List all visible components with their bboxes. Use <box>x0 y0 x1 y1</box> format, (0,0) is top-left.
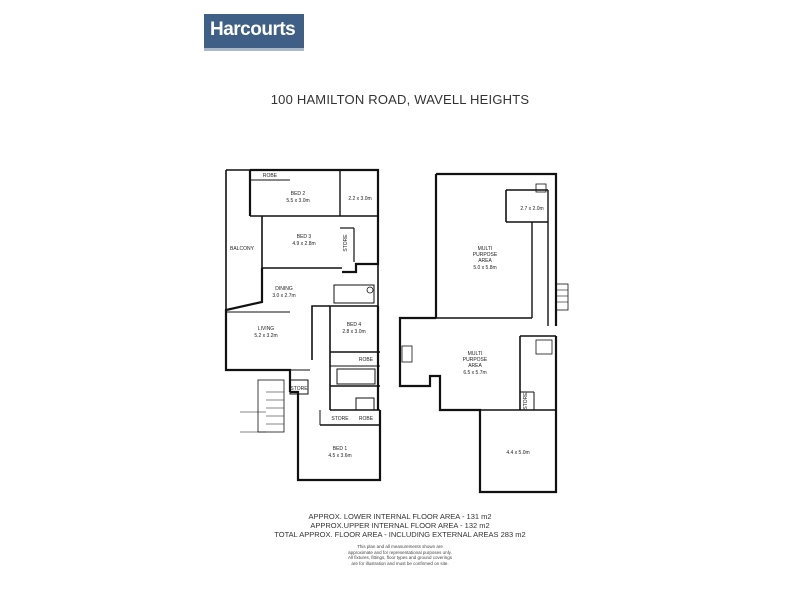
room-dims-living: 5.2 x 3.2m <box>254 333 277 339</box>
room-label-bed-4: BED 4 <box>347 322 362 328</box>
property-address-title: 100 HAMILTON ROAD, WAVELL HEIGHTS <box>270 92 530 107</box>
room-label-robe-2: ROBE <box>359 357 374 363</box>
room-label-store-1: STORE <box>343 234 349 252</box>
disclaimer-line-4: are for illustration and must be confirm… <box>351 560 449 566</box>
room-dims-bed-4: 2.8 x 3.0m <box>342 329 365 335</box>
disclaimer-line-2: approximate and for representational pur… <box>348 549 452 555</box>
room-label-store-4: STORE <box>523 392 529 410</box>
room-label-dining: DINING <box>275 286 293 292</box>
room-dims-ensuite: 2.2 x 3.0m <box>348 196 371 202</box>
room-label-mpa-2-l1: MULTI <box>468 351 483 357</box>
room-dims-bed-1: 4.5 x 3.6m <box>328 453 351 459</box>
room-label-balcony: BALCONY <box>230 246 255 252</box>
room-label-mpa-1-l2: PURPOSE <box>473 252 498 258</box>
room-label-robe-3: ROBE <box>359 416 374 422</box>
room-label-bed-2: BED 2 <box>291 191 306 197</box>
logo-text: Harcourts <box>210 19 296 40</box>
room-label-mpa-2-l2: PURPOSE <box>463 357 488 363</box>
harcourts-logo: Harcourts <box>204 14 304 51</box>
room-label-mpa-1-l1: MULTI <box>478 246 493 252</box>
room-dims-mpa-1: 5.0 x 5.8m <box>473 265 496 271</box>
room-label-bed-3: BED 3 <box>297 234 312 240</box>
room-dims-dining: 3.0 x 2.7m <box>272 293 295 299</box>
lower-floor-area: APPROX. LOWER INTERNAL FLOOR AREA - 131 … <box>308 512 492 521</box>
upper-floor-walls <box>398 172 569 494</box>
upper-floor-labels: MULTI PURPOSE AREA 5.0 x 5.8m 2.7 x 2.0m… <box>463 206 544 456</box>
room-label-robe-1: ROBE <box>263 173 278 179</box>
lower-floor-walls <box>224 168 382 482</box>
room-dims-bed-2: 5.5 x 3.0m <box>286 198 309 204</box>
upper-floor-area: APPROX.UPPER INTERNAL FLOOR AREA - 132 m… <box>310 521 490 530</box>
total-floor-area: TOTAL APPROX. FLOOR AREA - INCLUDING EXT… <box>274 530 526 539</box>
room-label-store-3: STORE <box>331 416 349 422</box>
lower-floor-labels: ROBE BED 2 5.5 x 3.0m 2.2 x 3.0m BED 3 4… <box>230 173 374 459</box>
room-label-mpa-1-l3: AREA <box>478 258 492 264</box>
room-dims-bath: 2.7 x 2.0m <box>520 206 543 212</box>
disclaimer-line-3: All fixtures, fittings, floor types and … <box>347 555 453 560</box>
room-dims-bed-3: 4.9 x 2.8m <box>292 241 315 247</box>
disclaimer-line-1: This plan and all measurements shown are <box>357 544 443 549</box>
room-dims-room: 4.4 x 5.0m <box>506 450 529 456</box>
room-label-store-2: STORE <box>290 386 308 392</box>
room-label-living: LIVING <box>258 326 275 332</box>
room-label-mpa-2-l3: AREA <box>468 363 482 369</box>
room-label-bed-1: BED 1 <box>333 446 348 452</box>
room-dims-mpa-2: 6.5 x 5.7m <box>463 370 486 376</box>
